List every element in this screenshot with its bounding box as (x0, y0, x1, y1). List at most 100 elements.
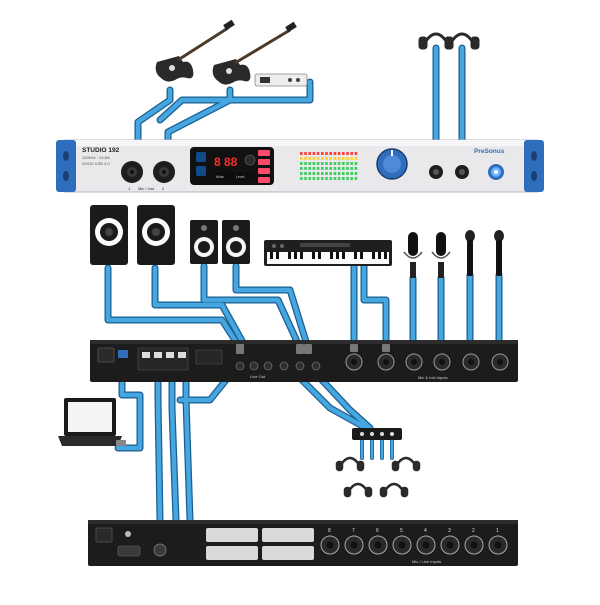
meter-segment (316, 172, 320, 175)
black-key (372, 252, 375, 259)
meter-segment (325, 157, 328, 160)
level-meters (300, 152, 358, 180)
knob-label-mute: Mute (216, 175, 224, 179)
trs-jack[interactable] (235, 361, 245, 371)
black-key (336, 252, 339, 259)
knob-label-level: Level (236, 175, 245, 179)
xlr-pin (468, 359, 474, 365)
connector-plugs (236, 344, 390, 354)
meter-segment (312, 167, 316, 170)
expander-label-mic-line: Mic / Line Inputs (412, 559, 441, 564)
meter-segment (316, 162, 320, 165)
meter-segment (333, 177, 337, 180)
electric-guitar-icon (155, 19, 235, 82)
combo-input-1[interactable] (121, 161, 143, 183)
meter-segment (350, 177, 353, 180)
meter-segment (333, 167, 337, 170)
spec-line-1: 192kHz · 24-Bit (82, 155, 110, 160)
meter-segment (300, 162, 303, 165)
power-button[interactable] (488, 164, 504, 180)
meter-segment (312, 152, 316, 155)
black-key (270, 252, 273, 259)
xlr-pin (351, 359, 357, 365)
meter-segment (350, 157, 353, 160)
headphone-splitter (352, 428, 402, 440)
control-display[interactable]: 8 88 Mute Level (190, 147, 274, 185)
meter-segment (308, 172, 311, 175)
meter-segment (316, 157, 320, 160)
xlr-pin (470, 541, 478, 549)
xlr-pin (446, 541, 454, 549)
black-key (330, 252, 333, 259)
meter-segment (329, 152, 332, 155)
condenser-mic-icon (403, 232, 423, 278)
black-key (288, 252, 291, 259)
meter-segment (316, 167, 320, 170)
meter-segment (342, 172, 345, 175)
meter-segment (308, 162, 311, 165)
trs-jack[interactable] (279, 361, 289, 371)
meter-segment (300, 152, 303, 155)
meter-segment (333, 172, 337, 175)
headphone-jack-1[interactable] (429, 165, 443, 179)
meter-segment (346, 167, 349, 170)
meter-segment (337, 177, 341, 180)
meter-segment (350, 172, 353, 175)
meter-segment (337, 157, 341, 160)
rear-label-line-out: Line Out (250, 374, 266, 379)
spec-line-2: 26X32 USB 3.0 (82, 161, 110, 166)
black-key (378, 252, 381, 259)
xlr-pin (398, 541, 406, 549)
trs-jack[interactable] (311, 361, 321, 371)
meter-segment (346, 152, 349, 155)
expander-channel-number: 7 (352, 528, 355, 534)
meter-segment (329, 167, 332, 170)
expander-channel-number: 4 (424, 528, 427, 534)
meter-segment (312, 177, 316, 180)
meter-segment (321, 162, 324, 165)
trs-jack[interactable] (249, 361, 259, 371)
main-volume-knob[interactable] (376, 148, 408, 180)
black-key (342, 252, 345, 259)
expander-channel-number: 1 (496, 528, 499, 534)
meter-segment (308, 152, 311, 155)
rear-label-mic-inst: Mic & Inst Inputs (418, 375, 448, 380)
meter-segment (354, 177, 358, 180)
cables (104, 44, 503, 524)
meter-segment (312, 172, 316, 175)
laptop-icon (58, 398, 126, 446)
xlr-pin (494, 541, 502, 549)
headphones-icon (343, 482, 373, 498)
input-label-2: 2 (162, 186, 165, 191)
xlr-pin (374, 541, 382, 549)
midi-keyboard-icon (264, 240, 392, 266)
meter-segment (337, 167, 341, 170)
rack-ear-left (56, 140, 76, 192)
trs-jack[interactable] (295, 361, 305, 371)
meter-segment (346, 172, 349, 175)
meter-segment (354, 172, 358, 175)
xlr-pin (422, 541, 430, 549)
meter-segment (312, 162, 316, 165)
meter-segment (308, 177, 311, 180)
trs-jack[interactable] (263, 361, 273, 371)
meter-segment (350, 167, 353, 170)
meter-segment (321, 172, 324, 175)
meter-segment (337, 172, 341, 175)
brand-name: PreSonus (474, 148, 505, 155)
studio192-rear-panel: Line Out Mic & Inst Inputs (90, 340, 518, 382)
headphones-icon (391, 456, 421, 472)
combo-input-2[interactable] (153, 161, 175, 183)
headphone-jack-2[interactable] (455, 165, 469, 179)
cable-keyboard2 (360, 262, 390, 352)
rack-ear-right (524, 140, 544, 192)
meter-segment (304, 172, 307, 175)
meter-segment (304, 157, 307, 160)
meter-segment (329, 177, 332, 180)
expander-channel-number: 5 (400, 528, 403, 534)
meter-segment (346, 162, 349, 165)
expander-channel-number: 6 (376, 528, 379, 534)
meter-segment (304, 177, 307, 180)
meter-segment (300, 172, 303, 175)
